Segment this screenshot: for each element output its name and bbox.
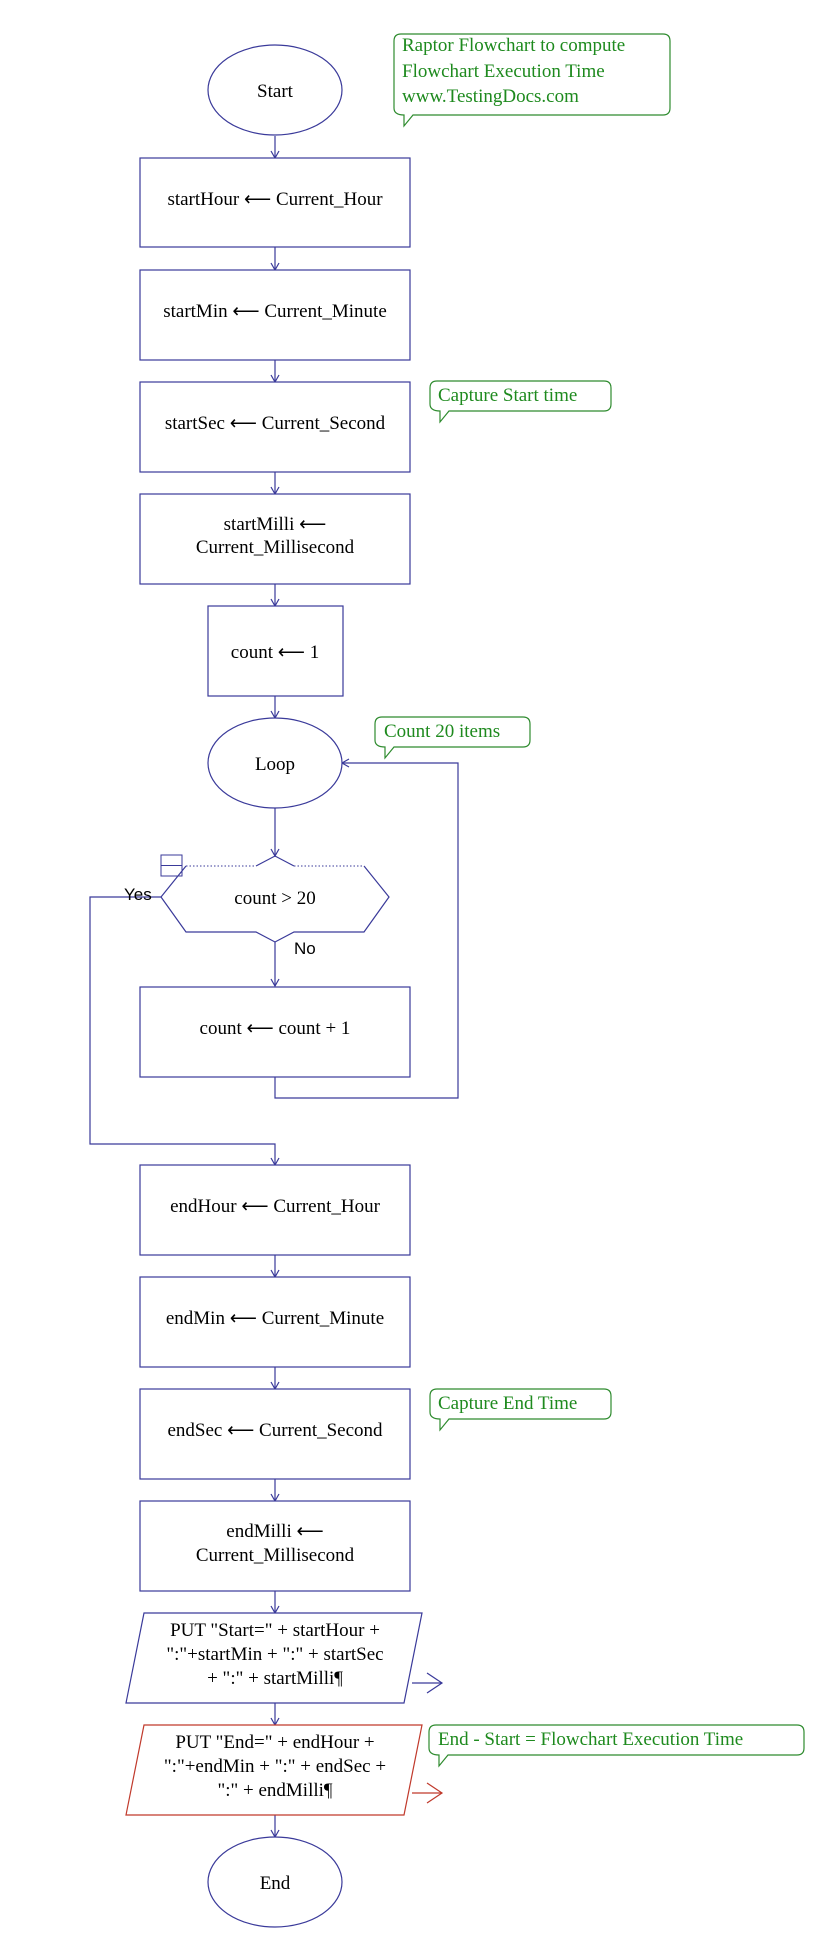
output-arrow-icon bbox=[412, 1672, 444, 1694]
assign-start-sec: startSec ⟵ Current_Second bbox=[139, 381, 411, 473]
output-start: PUT "Start=" + startHour + ":"+startMin … bbox=[125, 1612, 444, 1704]
assign-end-sec-text: endSec ⟵ Current_Second bbox=[167, 1420, 383, 1441]
comment-capture-end-text: Capture End Time bbox=[438, 1393, 577, 1414]
loop-condition: count > 20 bbox=[160, 855, 390, 943]
comment-count-items: Count 20 items bbox=[374, 716, 531, 760]
connectors bbox=[89, 136, 459, 1839]
output-end: PUT "End=" + endHour + ":"+endMin + ":" … bbox=[125, 1724, 444, 1816]
comment-title-line-2: Flowchart Execution Time bbox=[402, 61, 605, 82]
output-end-text-1: PUT "End=" + endHour + bbox=[175, 1732, 374, 1753]
output-start-text-1: PUT "Start=" + startHour + bbox=[170, 1620, 380, 1641]
comment-capture-start-text: Capture Start time bbox=[438, 385, 577, 406]
comment-title: Raptor Flowchart to compute Flowchart Ex… bbox=[393, 33, 671, 128]
yes-label: Yes bbox=[124, 885, 152, 904]
assign-count-inc-text: count ⟵ count + 1 bbox=[200, 1018, 351, 1039]
end-label: End bbox=[260, 1873, 291, 1894]
start-label: Start bbox=[257, 81, 294, 102]
assign-count-init-text: count ⟵ 1 bbox=[231, 642, 319, 663]
assign-end-milli-text-2: Current_Millisecond bbox=[196, 1545, 355, 1566]
comment-title-line-3: www.TestingDocs.com bbox=[402, 86, 579, 107]
assign-start-milli-text-1: startMilli ⟵ bbox=[224, 514, 327, 535]
start-terminal: Start bbox=[207, 44, 343, 136]
assign-end-milli-text-1: endMilli ⟵ bbox=[226, 1521, 323, 1542]
loop-condition-text: count > 20 bbox=[234, 888, 315, 909]
assign-start-milli-text-2: Current_Millisecond bbox=[196, 537, 355, 558]
output-end-text-3: ":" + endMilli¶ bbox=[217, 1780, 332, 1801]
comment-capture-end: Capture End Time bbox=[429, 1388, 612, 1432]
assign-end-min-text: endMin ⟵ Current_Minute bbox=[166, 1308, 384, 1329]
output-arrow-icon bbox=[412, 1782, 444, 1804]
output-end-text-2: ":"+endMin + ":" + endSec + bbox=[164, 1756, 386, 1777]
loop-label: Loop bbox=[255, 754, 295, 775]
loop-node: Loop bbox=[207, 717, 343, 809]
assign-start-hour-text: startHour ⟵ Current_Hour bbox=[167, 189, 383, 210]
assign-start-min: startMin ⟵ Current_Minute bbox=[139, 269, 411, 361]
comment-title-line-1: Raptor Flowchart to compute bbox=[402, 35, 625, 56]
assign-start-milli: startMilli ⟵ Current_Millisecond bbox=[139, 493, 411, 585]
assign-end-milli: endMilli ⟵ Current_Millisecond bbox=[139, 1500, 411, 1592]
assign-count-inc: count ⟵ count + 1 bbox=[139, 986, 411, 1078]
assign-start-min-text: startMin ⟵ Current_Minute bbox=[163, 301, 387, 322]
assign-count-init: count ⟵ 1 bbox=[207, 605, 344, 697]
assign-end-hour: endHour ⟵ Current_Hour bbox=[139, 1164, 411, 1256]
no-label: No bbox=[294, 939, 316, 958]
comment-count-items-text: Count 20 items bbox=[384, 721, 500, 742]
output-start-text-3: + ":" + startMilli¶ bbox=[207, 1668, 343, 1689]
assign-end-sec: endSec ⟵ Current_Second bbox=[139, 1388, 411, 1480]
assign-end-hour-text: endHour ⟵ Current_Hour bbox=[170, 1196, 380, 1217]
assign-start-hour: startHour ⟵ Current_Hour bbox=[139, 157, 411, 248]
assign-start-sec-text: startSec ⟵ Current_Second bbox=[165, 413, 386, 434]
comment-capture-start: Capture Start time bbox=[429, 380, 612, 424]
output-start-text-2: ":"+startMin + ":" + startSec bbox=[166, 1644, 383, 1665]
comment-formula: End - Start = Flowchart Execution Time bbox=[428, 1724, 805, 1768]
end-terminal: End bbox=[207, 1836, 343, 1928]
comment-formula-text: End - Start = Flowchart Execution Time bbox=[438, 1729, 743, 1750]
collapse-toggle-icon[interactable] bbox=[160, 854, 183, 877]
assign-end-min: endMin ⟵ Current_Minute bbox=[139, 1276, 411, 1368]
